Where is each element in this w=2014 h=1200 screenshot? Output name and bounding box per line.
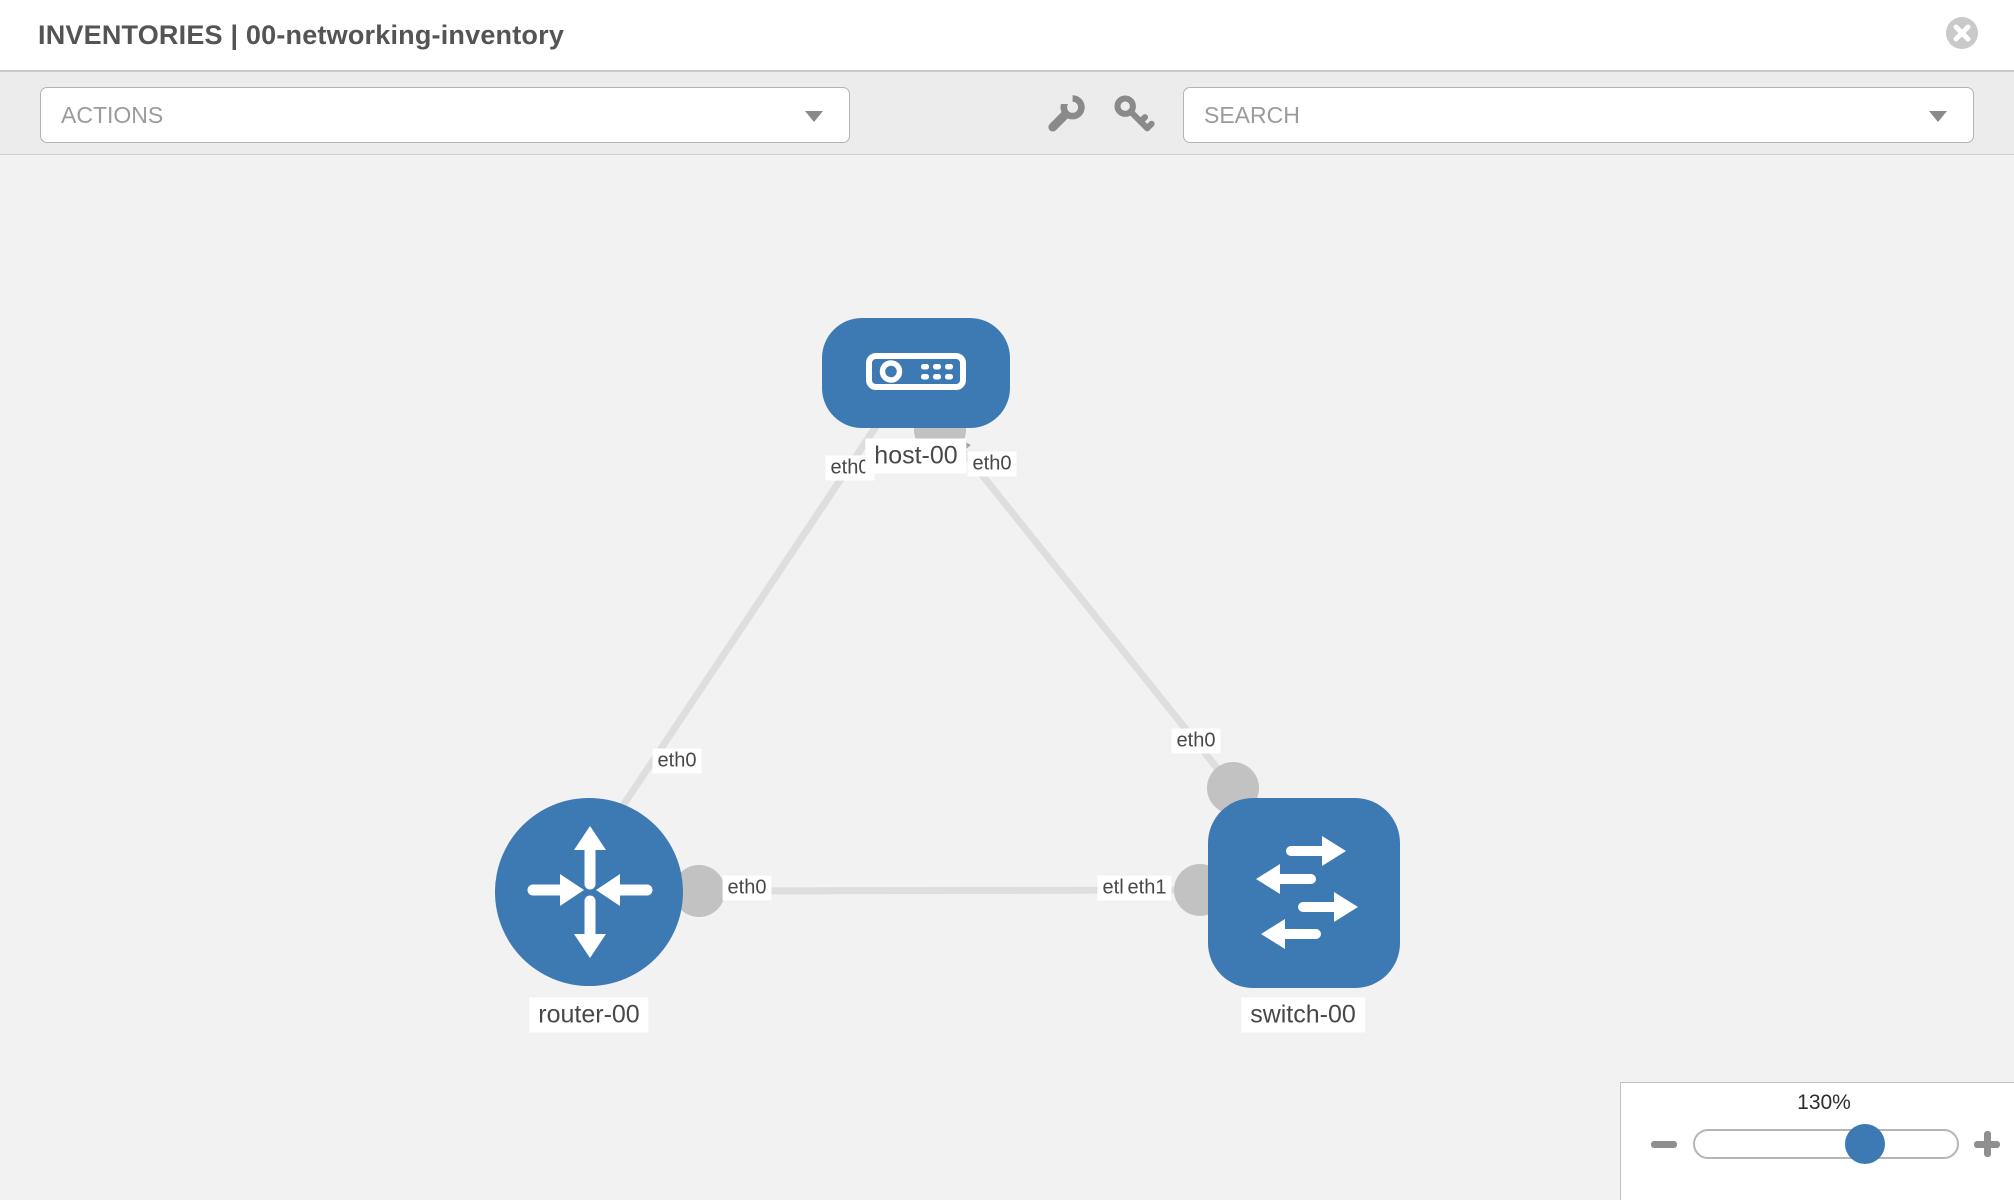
interface-label: eth0	[1171, 728, 1221, 754]
zoom-out-button[interactable]	[1649, 1129, 1679, 1159]
close-button[interactable]	[1945, 16, 1979, 50]
node-label-host-00[interactable]: host-00	[865, 438, 967, 474]
zoom-widget: 130%	[1620, 1082, 2014, 1200]
credentials-button[interactable]	[1112, 93, 1156, 137]
page-title: INVENTORIES | 00-networking-inventory	[38, 20, 565, 50]
node-host-00[interactable]	[822, 318, 1010, 428]
router-icon	[527, 826, 653, 958]
topology-canvas[interactable]: eth0 host-00 eth0 eth0 eth0 eth0 eth0 et…	[0, 156, 2014, 1200]
toolbar: ACTIONS SEARCH	[0, 72, 2014, 155]
zoom-slider-track[interactable]	[1693, 1129, 1959, 1159]
actions-dropdown-label: ACTIONS	[61, 102, 164, 128]
configure-button[interactable]	[1044, 89, 1088, 137]
node-router-00[interactable]	[495, 798, 683, 986]
interface-connector-router-right	[673, 865, 725, 917]
plus-icon	[1983, 1131, 1991, 1157]
node-label-switch-00[interactable]: switch-00	[1241, 997, 1365, 1033]
header: INVENTORIES | 00-networking-inventory	[0, 0, 2014, 72]
zoom-slider-thumb[interactable]	[1845, 1124, 1885, 1164]
switch-icon	[1256, 836, 1358, 949]
interface-label: eth1	[1122, 875, 1172, 901]
minus-icon	[1651, 1141, 1677, 1148]
node-label-router-00[interactable]: router-00	[529, 997, 649, 1033]
circle-x-icon	[1946, 17, 1978, 49]
search-dropdown-label: SEARCH	[1204, 102, 1300, 128]
zoom-level-value: 130%	[1797, 1091, 1851, 1114]
chevron-down-icon	[805, 111, 823, 122]
key-icon	[1114, 95, 1155, 132]
link-host-switch[interactable]	[935, 417, 1236, 791]
chevron-down-icon	[1929, 111, 1947, 122]
node-switch-00[interactable]	[1208, 798, 1400, 988]
actions-dropdown[interactable]: ACTIONS	[40, 87, 850, 143]
zoom-in-button[interactable]	[1972, 1129, 2002, 1159]
search-dropdown[interactable]: SEARCH	[1183, 87, 1974, 143]
wrench-icon	[1048, 89, 1085, 132]
host-icon	[866, 353, 966, 390]
interface-label: eth0	[722, 875, 772, 901]
interface-label: eth0	[652, 748, 702, 774]
interface-label: eth0	[967, 451, 1017, 477]
